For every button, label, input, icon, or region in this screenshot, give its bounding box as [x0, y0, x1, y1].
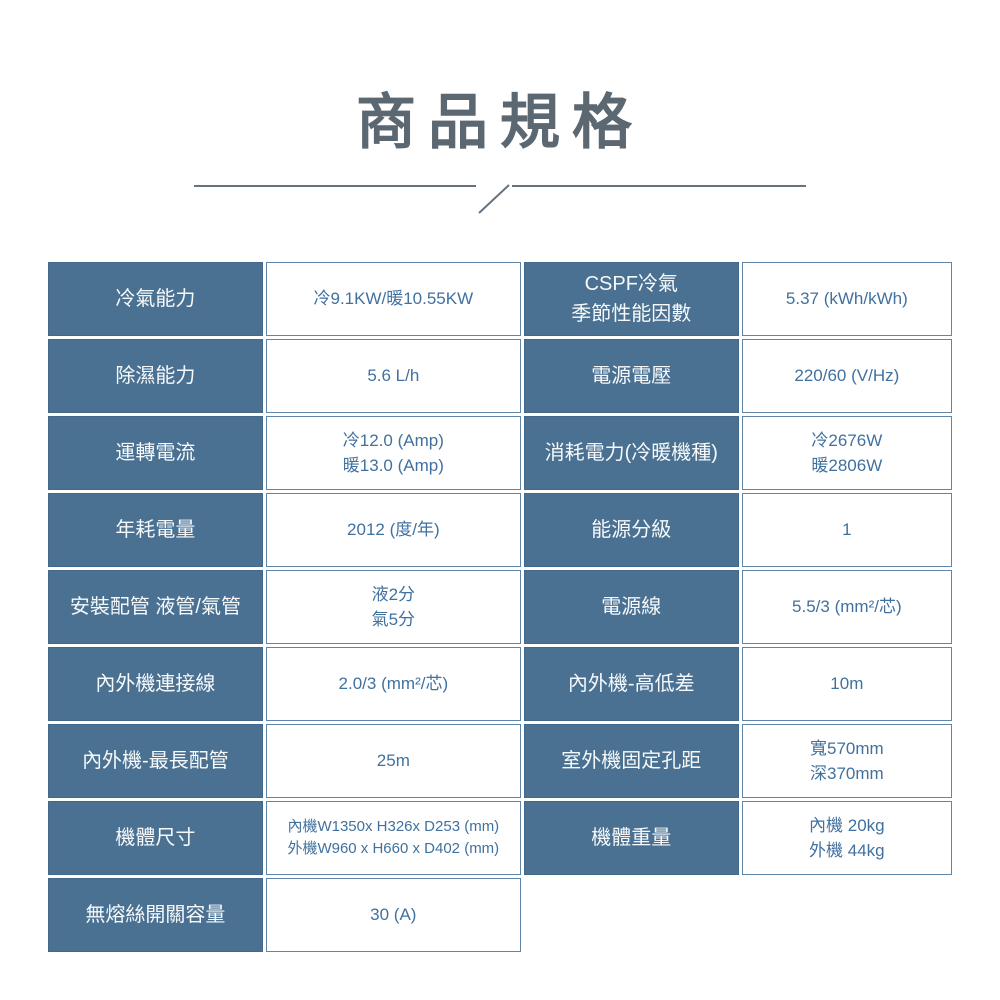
- spec-table: 冷氣能力 冷9.1KW/暖10.55KW CSPF冷氣 季節性能因數 5.37 …: [45, 259, 955, 955]
- spec-label-cell: 電源電壓: [523, 339, 739, 413]
- spec-label-cell: 運轉電流: [48, 416, 263, 490]
- spec-label-cell: 無熔絲開關容量: [48, 878, 263, 952]
- spec-empty-cell: [524, 878, 952, 952]
- spec-row: 除濕能力 5.6 L/h 電源電壓 220/60 (V/Hz): [48, 339, 952, 413]
- spec-row: 運轉電流 冷12.0 (Amp) 暖13.0 (Amp) 消耗電力(冷暖機種) …: [48, 416, 952, 490]
- spec-value-cell: 30 (A): [265, 878, 521, 952]
- spec-label-cell: 安裝配管 液管/氣管: [48, 570, 263, 644]
- spec-label-cell: 機體尺寸: [48, 801, 263, 875]
- spec-value-cell: 220/60 (V/Hz): [741, 339, 952, 413]
- spec-label-cell: 內外機-高低差: [523, 647, 739, 721]
- spec-label-cell: 電源線: [523, 570, 739, 644]
- spec-label-cell: 內外機-最長配管: [48, 724, 263, 798]
- spec-label-cell: 室外機固定孔距: [523, 724, 739, 798]
- spec-label-cell: CSPF冷氣 季節性能因數: [523, 262, 739, 336]
- spec-value-cell: 冷9.1KW/暖10.55KW: [265, 262, 521, 336]
- spec-value-cell: 冷12.0 (Amp) 暖13.0 (Amp): [265, 416, 521, 490]
- spec-value-cell: 10m: [741, 647, 952, 721]
- spec-value-cell: 25m: [265, 724, 521, 798]
- spec-value-cell: 5.5/3 (mm²/芯): [741, 570, 952, 644]
- divider-slash-icon: [478, 184, 510, 214]
- spec-label-cell: 年耗電量: [48, 493, 263, 567]
- spec-value-cell: 內機W1350x H326x D253 (mm) 外機W960 x H660 x…: [265, 801, 521, 875]
- spec-row: 冷氣能力 冷9.1KW/暖10.55KW CSPF冷氣 季節性能因數 5.37 …: [48, 262, 952, 336]
- divider-left-line: [194, 185, 476, 187]
- spec-label-cell: 消耗電力(冷暖機種): [523, 416, 739, 490]
- spec-value-cell: 1: [741, 493, 952, 567]
- spec-row: 無熔絲開關容量 30 (A): [48, 878, 952, 952]
- spec-row: 機體尺寸 內機W1350x H326x D253 (mm) 外機W960 x H…: [48, 801, 952, 875]
- spec-value-cell: 5.6 L/h: [265, 339, 521, 413]
- spec-label-cell: 內外機連接線: [48, 647, 263, 721]
- spec-value-cell: 2012 (度/年): [265, 493, 521, 567]
- divider-right-line: [512, 185, 806, 187]
- spec-row: 內外機連接線 2.0/3 (mm²/芯) 內外機-高低差 10m: [48, 647, 952, 721]
- spec-value-cell: 寬570mm 深370mm: [741, 724, 952, 798]
- spec-label-cell: 機體重量: [523, 801, 739, 875]
- spec-value-cell: 內機 20kg 外機 44kg: [741, 801, 952, 875]
- spec-value-cell: 冷2676W 暖2806W: [741, 416, 952, 490]
- title-divider: [0, 177, 1000, 214]
- spec-value-cell: 液2分 氣5分: [265, 570, 521, 644]
- spec-row: 年耗電量 2012 (度/年) 能源分級 1: [48, 493, 952, 567]
- spec-label-cell: 能源分級: [523, 493, 739, 567]
- spec-value-cell: 5.37 (kWh/kWh): [741, 262, 952, 336]
- spec-row: 內外機-最長配管 25m 室外機固定孔距 寬570mm 深370mm: [48, 724, 952, 798]
- spec-label-cell: 冷氣能力: [48, 262, 263, 336]
- spec-row: 安裝配管 液管/氣管 液2分 氣5分 電源線 5.5/3 (mm²/芯): [48, 570, 952, 644]
- page-title: 商品規格: [356, 89, 644, 156]
- spec-value-cell: 2.0/3 (mm²/芯): [265, 647, 521, 721]
- spec-label-cell: 除濕能力: [48, 339, 263, 413]
